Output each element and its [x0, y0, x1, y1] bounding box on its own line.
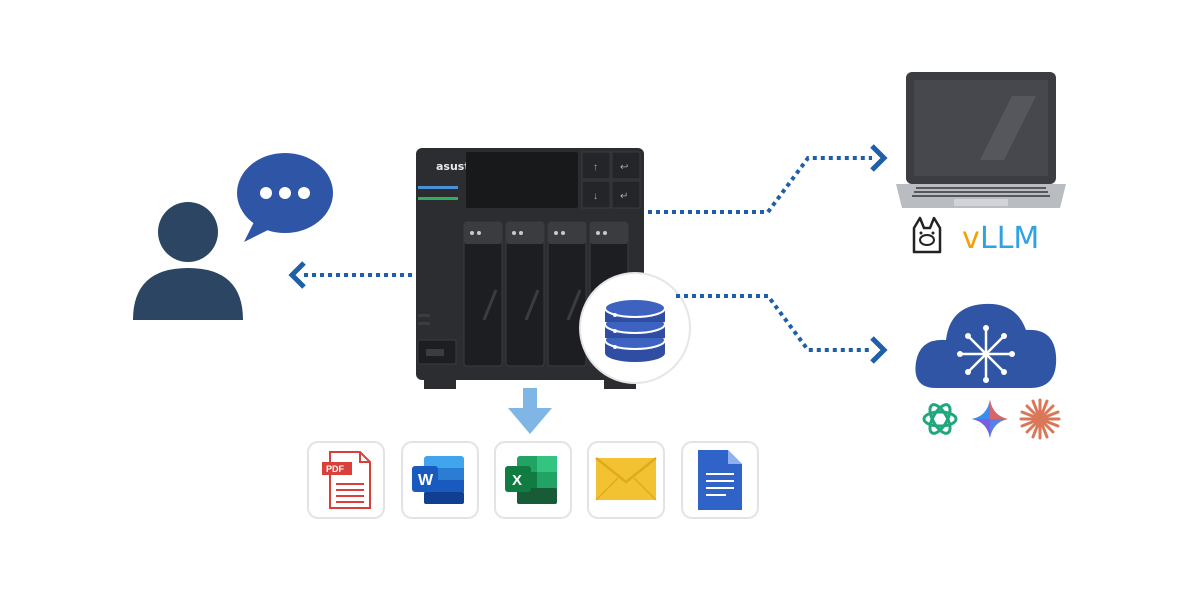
vllm-logo: v LLM — [962, 221, 1039, 256]
arrow-to-user — [288, 261, 412, 289]
file-type-list: PDF W X — [307, 441, 759, 519]
nas-lcd-screen — [466, 152, 578, 208]
user-icon — [133, 202, 243, 320]
word-file-icon: W — [401, 441, 479, 519]
vllm-label: LLM — [980, 221, 1039, 256]
pdf-file-icon: PDF — [307, 441, 385, 519]
svg-text:↓: ↓ — [593, 191, 598, 202]
svg-text:↑: ↑ — [593, 162, 598, 173]
svg-text:↵: ↵ — [620, 191, 628, 202]
excel-badge: X — [512, 472, 522, 489]
claude-icon — [1019, 398, 1061, 440]
vllm-prefix: v — [962, 221, 980, 256]
ollama-icon — [912, 216, 942, 254]
pdf-badge: PDF — [326, 464, 345, 474]
email-icon — [587, 441, 665, 519]
nas-control-buttons: ↑ ↩ ↓ ↵ — [581, 151, 641, 209]
database-icon — [579, 272, 691, 384]
laptop-icon — [896, 72, 1066, 208]
arrow-to-laptop — [648, 144, 888, 214]
openai-icon — [922, 403, 958, 435]
document-icon — [681, 441, 759, 519]
down-arrow-icon — [508, 388, 552, 434]
word-badge: W — [418, 472, 434, 489]
chat-bubble-icon — [237, 153, 333, 242]
network-hub-icon — [962, 330, 1010, 378]
excel-file-icon: X — [494, 441, 572, 519]
svg-text:↩: ↩ — [620, 162, 628, 173]
arrow-to-cloud — [676, 294, 888, 364]
gemini-icon — [972, 400, 1008, 438]
cloud-icon — [915, 303, 1057, 388]
